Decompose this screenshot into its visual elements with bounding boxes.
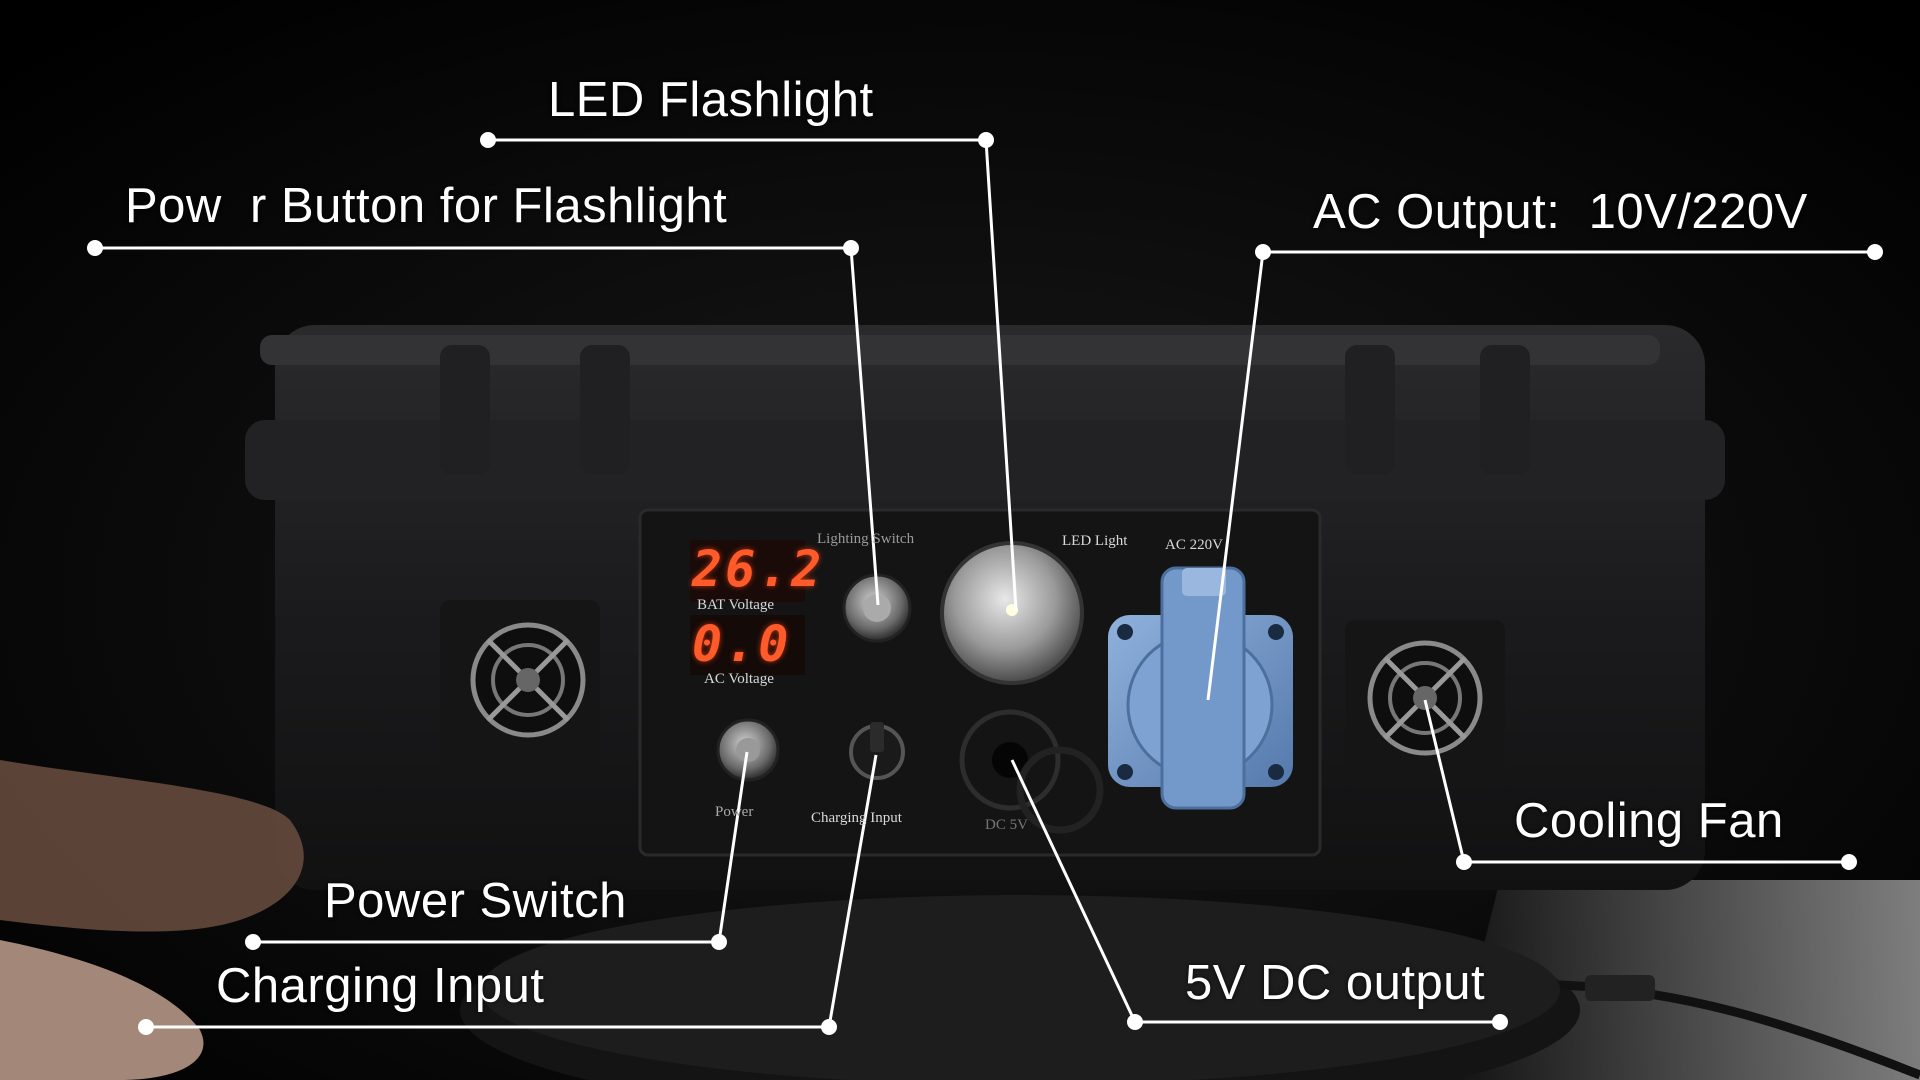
callout-dots bbox=[87, 132, 1883, 1035]
dc-5v-label: DC 5V bbox=[985, 817, 1028, 833]
bat-voltage-reading: 26.2 bbox=[692, 540, 825, 598]
charging-input-panel-label: Charging Input bbox=[811, 810, 902, 826]
callout-charging-input: Charging Input bbox=[216, 959, 545, 1013]
callout-cooling-fan: Cooling Fan bbox=[1514, 794, 1784, 848]
bat-voltage-label: BAT Voltage bbox=[697, 597, 775, 613]
callout-ac-output: AC Output: 10V/220V bbox=[1313, 185, 1808, 239]
hand-upper bbox=[0, 760, 304, 932]
power-label: Power bbox=[715, 804, 754, 820]
ac-voltage-reading: 0.0 bbox=[692, 615, 792, 673]
left-fan bbox=[470, 622, 586, 738]
callout-led-flashlight: LED Flashlight bbox=[548, 73, 874, 127]
ac-voltage-label: AC Voltage bbox=[704, 671, 774, 687]
right-fan bbox=[1367, 640, 1483, 756]
callout-dc-output: 5V DC output bbox=[1185, 956, 1486, 1010]
ac-display bbox=[690, 615, 805, 675]
callout-power-switch: Power Switch bbox=[324, 874, 627, 928]
bat-display bbox=[690, 540, 805, 602]
led-light-label: LED Light bbox=[1062, 533, 1128, 549]
hand-lower bbox=[0, 940, 204, 1080]
ac-220v-label: AC 220V bbox=[1165, 537, 1223, 553]
ac-socket bbox=[1108, 566, 1293, 810]
lighting-switch-label: Lighting Switch bbox=[817, 531, 915, 547]
callout-power-button-flashlight: Pow r Button for Flashlight bbox=[125, 179, 728, 233]
